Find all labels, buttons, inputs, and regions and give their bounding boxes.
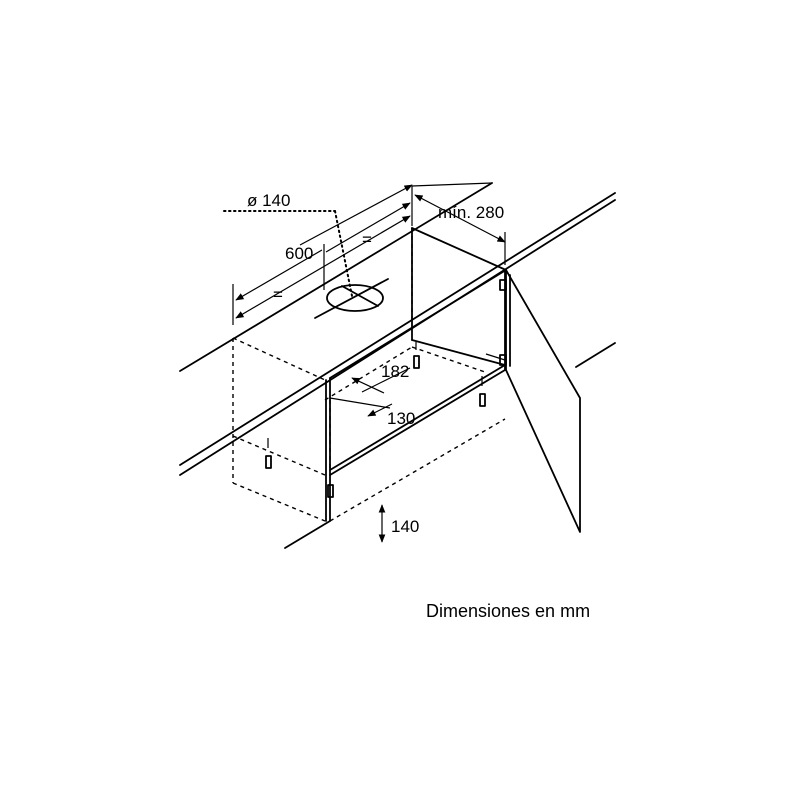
min-depth-dimension xyxy=(411,182,506,265)
cutout-depth-label: 182 xyxy=(381,362,409,381)
equal-label-left: = xyxy=(273,285,283,304)
units-caption: Dimensiones en mm xyxy=(426,601,590,621)
equal-label-right: = xyxy=(362,230,372,249)
diameter-label: ø 140 xyxy=(247,191,290,210)
cutout-width-label: 130 xyxy=(387,409,415,428)
bottom-height-label: 140 xyxy=(391,517,419,536)
min-depth-label: mín. 280 xyxy=(438,203,504,222)
mounting-screws xyxy=(265,279,507,498)
duct-hole xyxy=(223,210,389,319)
hood-outline-dashed xyxy=(232,228,506,522)
cutout-dimensions xyxy=(329,367,411,417)
width-label: 600 xyxy=(285,244,313,263)
cabinet xyxy=(325,227,507,522)
width-dimension xyxy=(232,184,413,325)
cabinet-door xyxy=(505,269,581,533)
